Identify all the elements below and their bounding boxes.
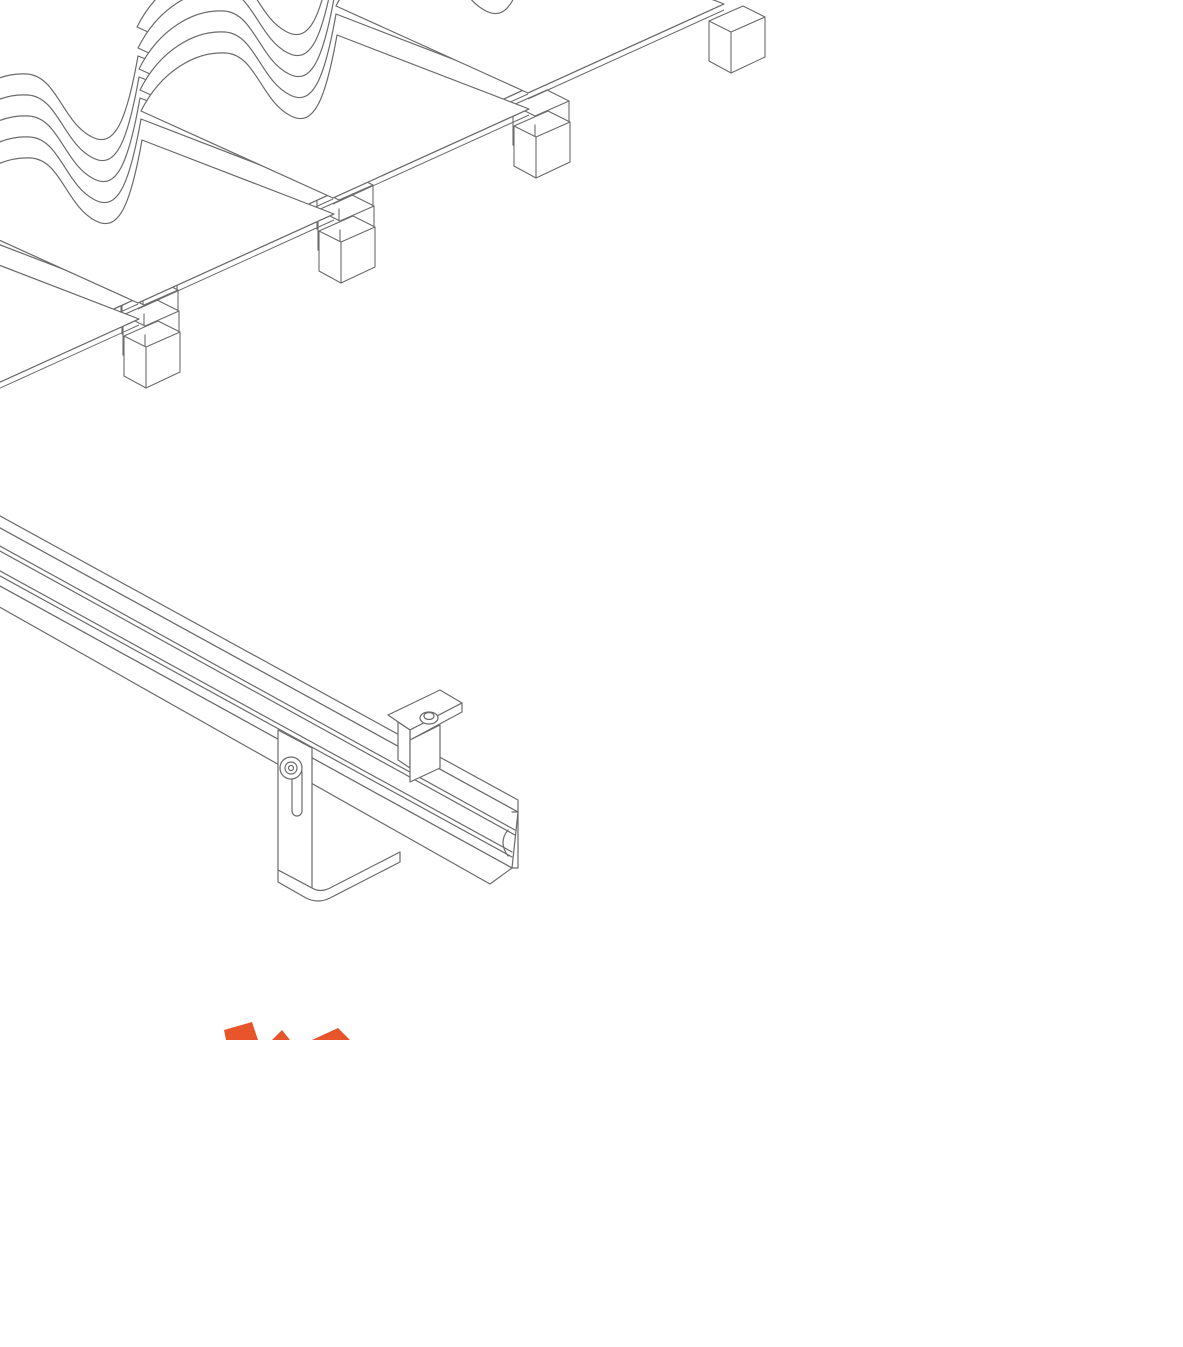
batten-block — [708, 5, 766, 74]
roof-tile — [0, 139, 335, 304]
roof-tile — [335, 0, 725, 94]
roof-tile — [140, 34, 530, 199]
roof-battens — [120, 5, 766, 389]
end-clamp — [387, 689, 463, 783]
tile-edge — [137, 213, 335, 310]
roof-hook — [277, 729, 401, 902]
batten-block — [513, 110, 571, 179]
roof-tile — [0, 264, 140, 383]
mounting-rail — [0, 515, 519, 885]
batten-block — [318, 215, 376, 284]
tile-edge — [527, 3, 725, 100]
roof-tiles — [0, 0, 725, 389]
tile-edge — [332, 108, 530, 205]
batten-block — [123, 320, 181, 389]
brand-accent-shape — [224, 1022, 350, 1040]
tile-edge — [0, 318, 140, 389]
